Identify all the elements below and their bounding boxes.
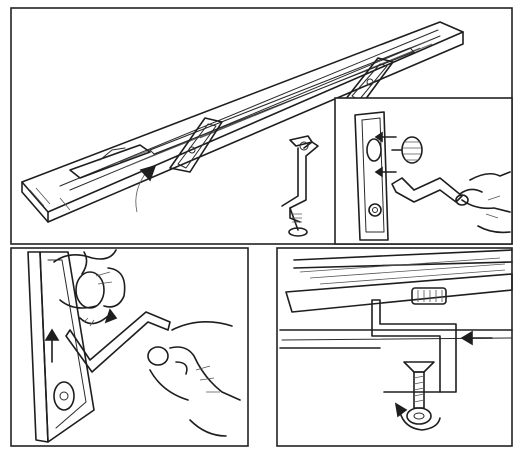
insert-arrow-icon (374, 131, 397, 178)
bottom-left-panel (10, 247, 249, 447)
inset-panel (334, 97, 513, 245)
hand-inset (455, 171, 511, 234)
bottom-right-panel (276, 247, 513, 447)
hand-bottom-left (149, 321, 241, 437)
knob-part (391, 136, 423, 164)
tighten-arrow-icon (394, 402, 441, 431)
board-bracket-left (169, 117, 223, 173)
up-arrow-icon (44, 328, 60, 363)
knob-top (411, 287, 447, 305)
rotate-arrow-icon-2 (79, 308, 118, 327)
push-arrow-icon (460, 330, 493, 346)
rotate-arrow-icon (135, 164, 157, 213)
bottom-right-panel-frame (276, 247, 513, 447)
bottom-left-panel-frame (10, 247, 249, 447)
inset-panel-frame (334, 97, 513, 245)
clamp-part (281, 135, 319, 237)
table-edge (279, 249, 513, 349)
hand-knob (53, 249, 126, 309)
clamp-screw (403, 361, 435, 425)
